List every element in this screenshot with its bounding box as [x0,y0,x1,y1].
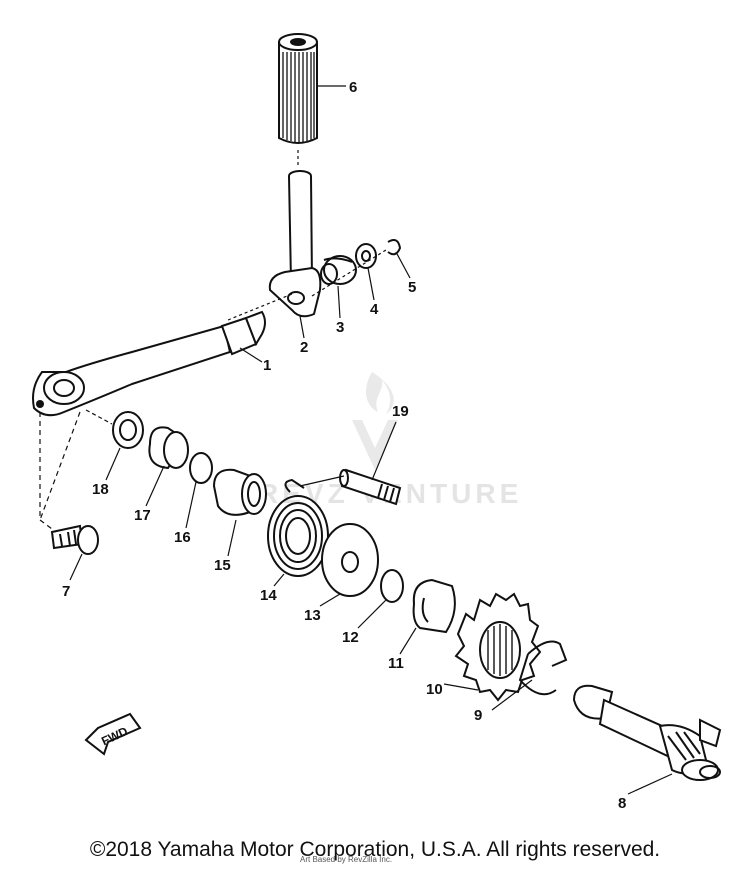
part-6-kick-grip [278,33,318,165]
part-9-spring-clip [518,640,568,696]
callout-10: 10 [426,681,443,698]
part-13-plate-washer [321,523,379,597]
callout-6: 6 [349,79,357,96]
part-1-kick-arm [32,310,266,417]
callout-18: 18 [92,481,109,498]
callout-11: 11 [388,655,404,672]
copyright-notice: ©2018 Yamaha Motor Corporation, U.S.A. A… [89,838,661,861]
callout-numbers: 6 1 2 3 4 5 7 8 9 10 11 12 13 14 15 16 1… [62,79,626,812]
part-19-stopper-pin [339,468,402,506]
callout-4: 4 [370,301,379,318]
callout-15: 15 [214,557,231,574]
callout-3: 3 [336,319,344,336]
part-15-spring-guide [212,468,267,516]
callout-2: 2 [300,339,308,356]
part-3-crank-boss [320,255,357,285]
part-5-circlip [387,239,402,256]
fwd-direction-badge: FWD [84,712,142,756]
part-4-washer [355,243,377,269]
part-17-bushing [148,426,189,470]
callout-9: 9 [474,707,482,724]
callout-12: 12 [342,629,359,646]
part-18-oil-seal [112,411,144,449]
part-8-kick-axle [572,684,722,781]
part-11-kick-clip [412,578,456,634]
callout-14: 14 [260,587,277,604]
callout-1: 1 [263,357,271,374]
callout-19: 19 [392,403,409,420]
callout-16: 16 [174,529,191,546]
image-credit: Art Based by RevZilla Inc. [300,855,392,864]
part-7-bolt [50,524,99,555]
callout-leaders [69,85,673,795]
part-16-circlip [189,452,213,484]
part-2-kick-crank [268,170,322,318]
callout-13: 13 [304,607,321,624]
part-12-circlip [380,569,404,603]
callout-7: 7 [62,583,70,600]
part-10-ratchet-wheel [454,592,542,702]
callout-8: 8 [618,795,626,812]
callout-5: 5 [408,279,416,296]
assembly-guide-lines [39,293,293,533]
callout-17: 17 [134,507,151,524]
